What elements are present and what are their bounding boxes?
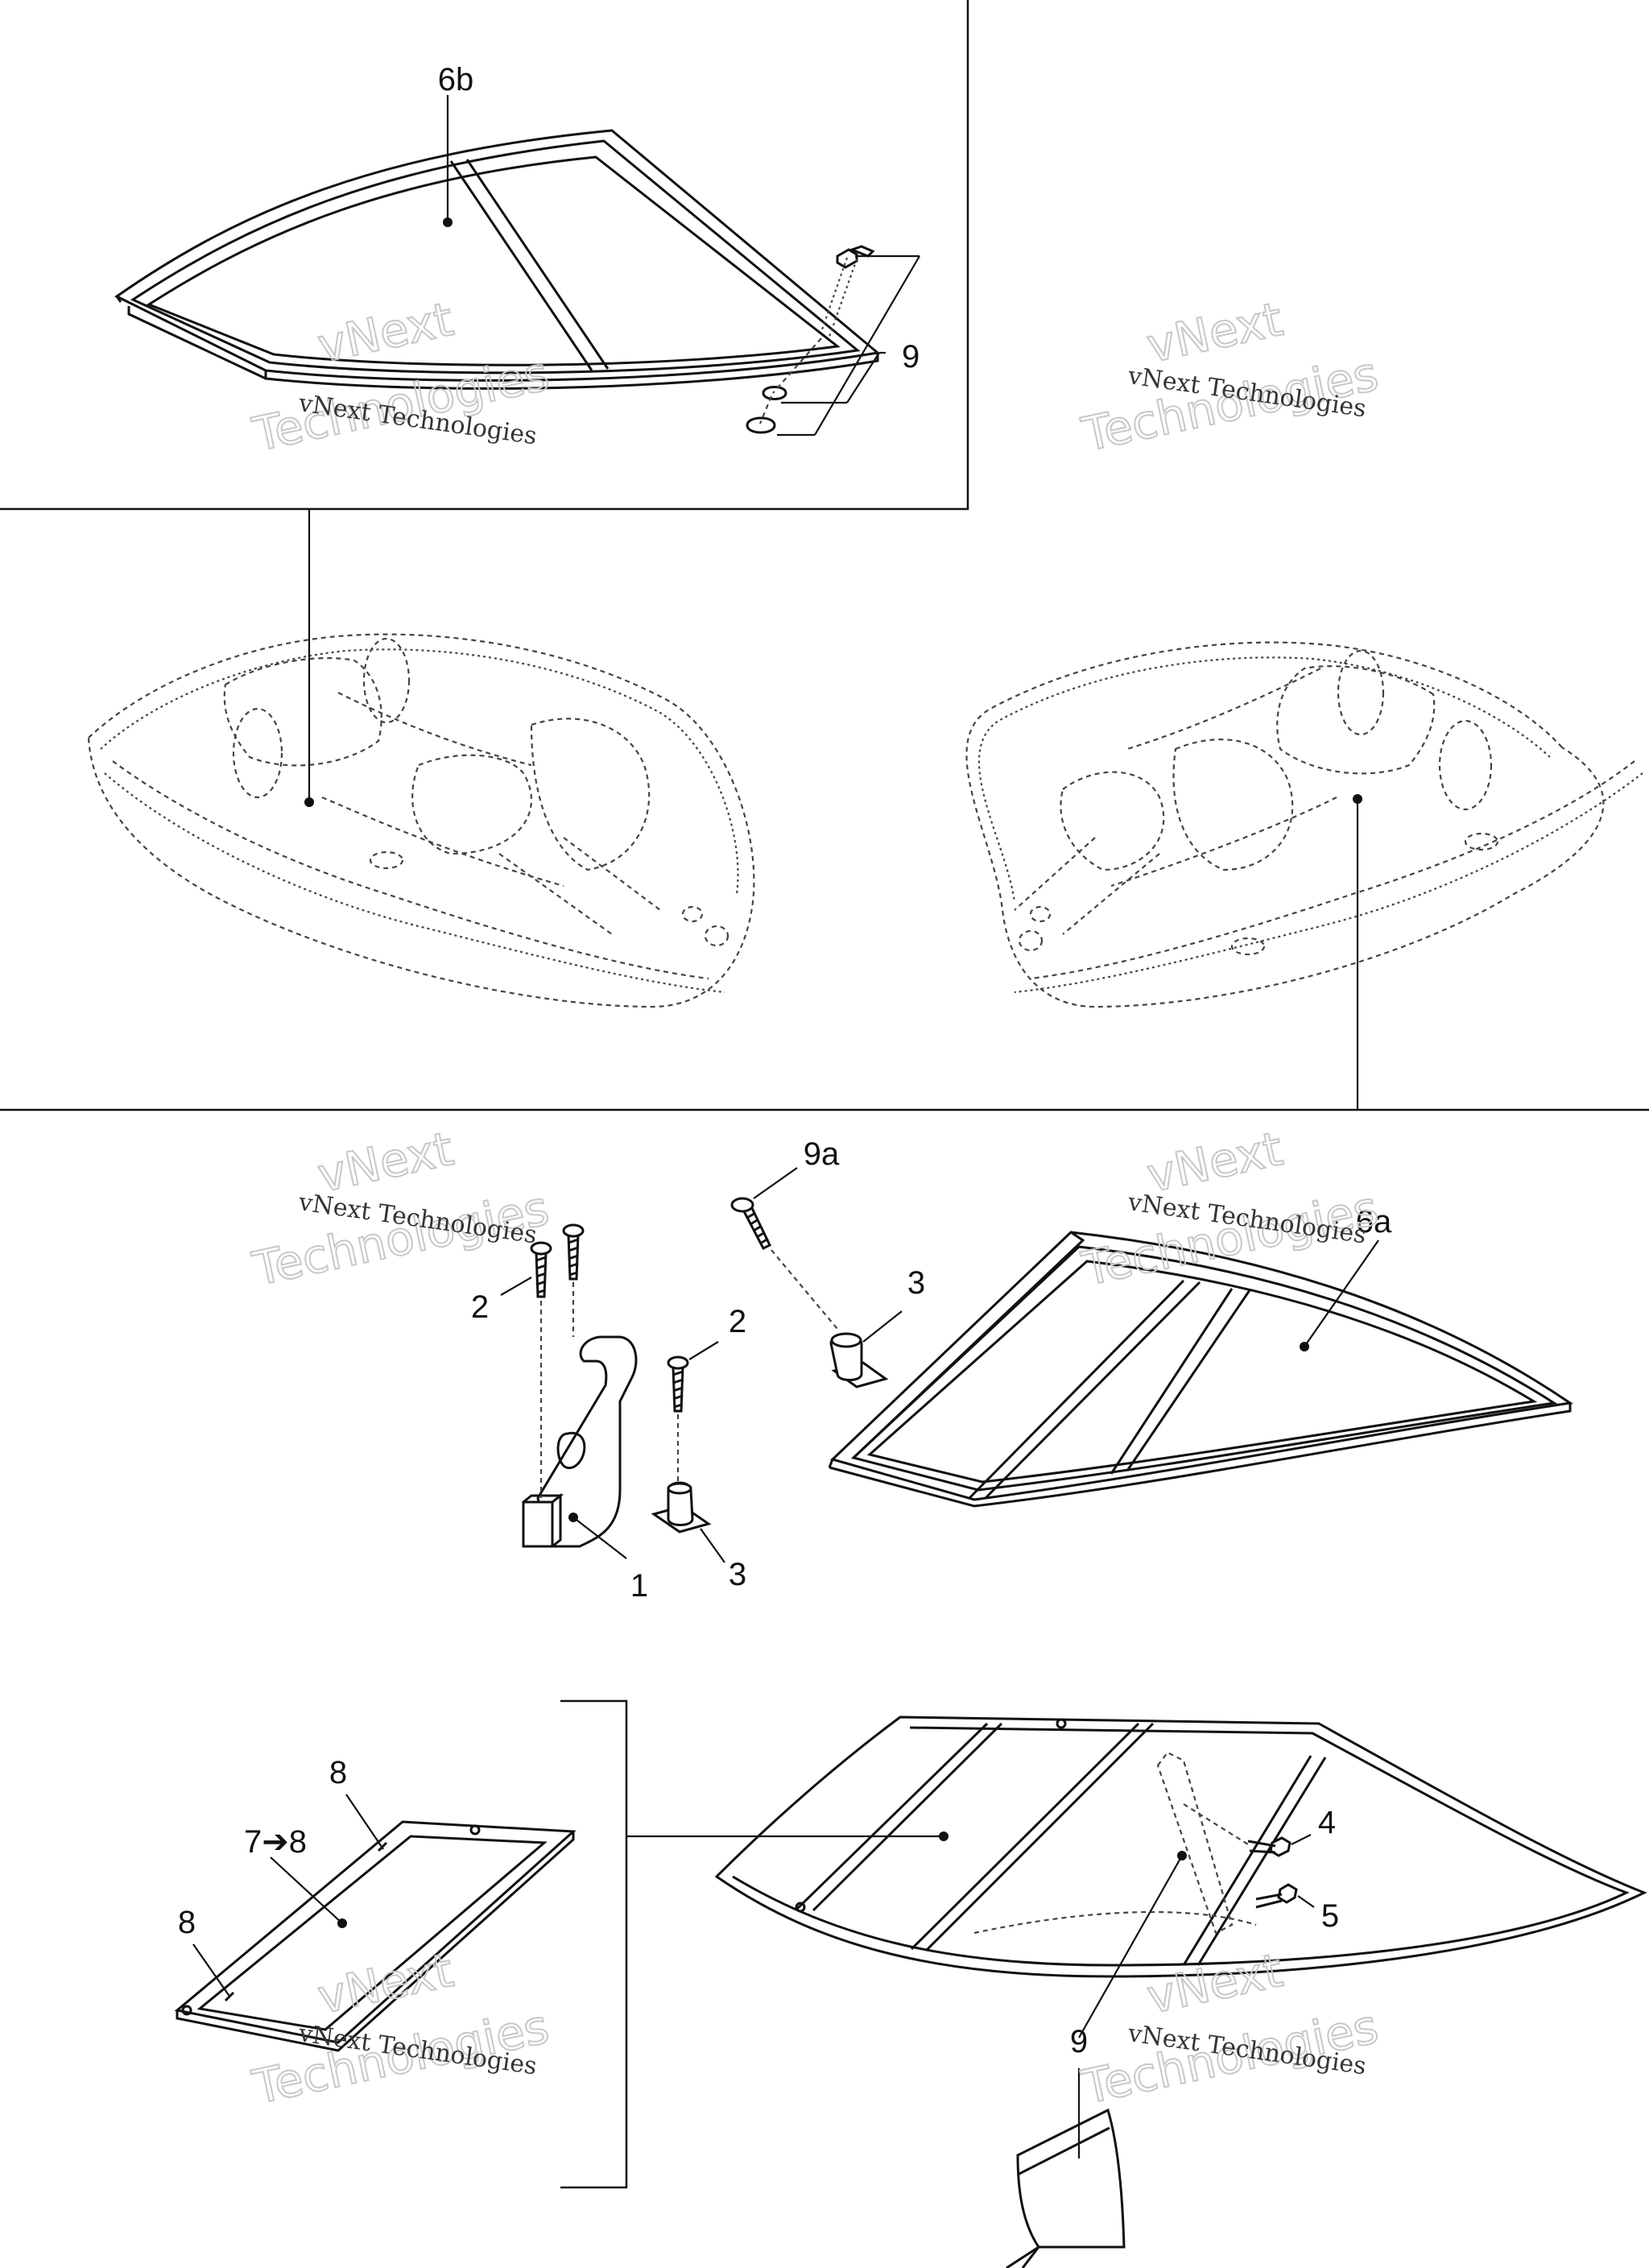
label-6b: 6b xyxy=(438,62,474,97)
fasteners-9-top: 9 xyxy=(746,245,920,437)
watermark-vnext: vNext xyxy=(1143,1943,1287,2025)
screws-2-left: 2 xyxy=(471,1223,585,1498)
watermark-vnext: vNext xyxy=(1143,292,1287,374)
watermark-vnext: vNext xyxy=(313,292,458,374)
label-3-top: 3 xyxy=(907,1265,925,1301)
bracket-1: 1 xyxy=(522,1335,648,1604)
watermark-vnext: vNext xyxy=(1143,1121,1287,1203)
label-8-top: 8 xyxy=(329,1755,347,1790)
screw-2-mid: 2 xyxy=(667,1304,746,1482)
boat-hull-left xyxy=(87,633,755,1008)
watermark-vnext: vNext xyxy=(313,1943,458,2025)
windshield-assembly xyxy=(714,1715,1647,1978)
hardware-bag-9: 9 xyxy=(1006,1855,1183,2268)
watermark-4: vNext Technologies vNext Technologies xyxy=(1077,1120,1384,1297)
watermark-5: vNext Technologies vNext Technologies xyxy=(247,1942,555,2116)
grommet-3-top: 3 xyxy=(829,1265,925,1389)
section-dividers xyxy=(0,0,1649,2189)
windshield-6a: 6a xyxy=(828,1204,1574,1508)
label-5: 5 xyxy=(1321,1898,1339,1934)
watermark-6: vNext Technologies vNext Technologies xyxy=(1077,1942,1384,2116)
label-7-8: 7➔8 xyxy=(244,1824,307,1860)
bolts-4-5: 4 5 xyxy=(1183,1803,1339,1934)
grommet-3-bottom: 3 xyxy=(651,1481,746,1592)
label-2-mid: 2 xyxy=(729,1304,746,1339)
label-9a: 9a xyxy=(804,1136,840,1172)
watermark-3: vNext Technologies vNext Technologies xyxy=(247,1120,555,1297)
boat-hull-right xyxy=(965,641,1643,1008)
windshield-6b: 6b xyxy=(114,62,881,390)
watermark-1: vNext Technologies vNext Technologies xyxy=(247,291,555,463)
label-6a: 6a xyxy=(1356,1204,1392,1240)
watermark-vnext: vNext xyxy=(313,1121,458,1203)
label-2-left: 2 xyxy=(471,1289,489,1325)
label-4: 4 xyxy=(1318,1805,1336,1840)
door-frame-7: 8 7➔8 8 xyxy=(174,1755,577,2052)
label-9-bag: 9 xyxy=(1070,2024,1088,2059)
label-3-bottom: 3 xyxy=(729,1557,746,1592)
label-9-top: 9 xyxy=(902,339,920,375)
screw-9a: 9a xyxy=(730,1136,840,1330)
watermark-2: vNext Technologies vNext Technologies xyxy=(1077,291,1384,463)
label-8-side: 8 xyxy=(178,1905,196,1940)
label-1: 1 xyxy=(630,1568,648,1604)
